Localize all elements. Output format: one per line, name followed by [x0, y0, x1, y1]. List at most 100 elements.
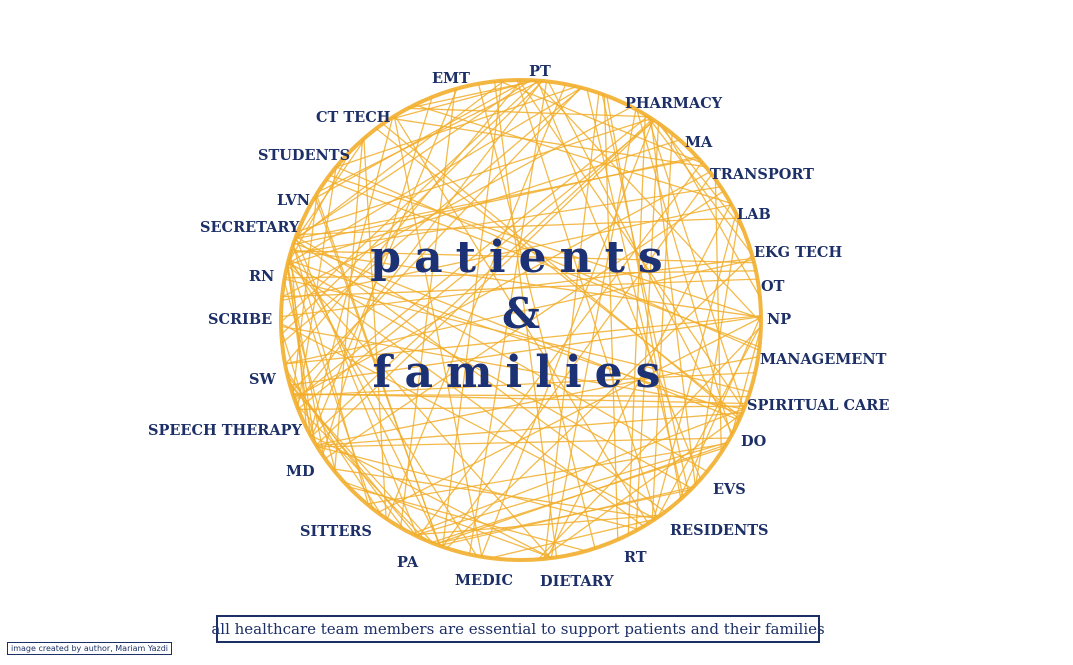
connection-line — [414, 441, 728, 536]
connection-line — [646, 115, 753, 255]
connection-line — [382, 123, 740, 420]
connection-line — [293, 371, 756, 397]
connection-line — [480, 119, 654, 557]
node-label-do: DO — [741, 433, 767, 450]
connection-line — [290, 186, 721, 255]
connection-line — [281, 204, 732, 302]
node-labels: PT PHARMACY MA TRANSPORT LAB EKG TECH OT… — [148, 63, 889, 590]
connection-line — [413, 514, 661, 536]
connection-line — [537, 325, 762, 560]
connection-line — [285, 369, 383, 516]
connection-line — [292, 393, 749, 398]
connection-line — [284, 258, 754, 365]
node-label-ma: MA — [685, 134, 713, 151]
node-label-scribe: SCRIBE — [208, 311, 272, 328]
node-label-residents: RESIDENTS — [670, 522, 769, 539]
connection-line — [363, 138, 387, 519]
node-label-pharmacy: PHARMACY — [625, 95, 723, 112]
node-label-pa: PA — [397, 554, 419, 571]
node-label-np: NP — [767, 311, 791, 328]
node-label-ct-tech: CT TECH — [316, 109, 391, 126]
node-label-lvn: LVN — [277, 192, 310, 209]
connection-line — [662, 126, 761, 298]
connection-line — [490, 518, 656, 559]
connection-line — [321, 96, 433, 456]
connection-line — [389, 79, 535, 121]
connection-line — [286, 265, 645, 527]
connection-line — [315, 356, 759, 446]
connection-line — [414, 104, 731, 204]
node-label-speech-therapy: SPEECH THERAPY — [148, 422, 303, 439]
connection-line — [386, 83, 567, 520]
connection-line — [287, 139, 680, 266]
caption-box: all healthcare team members are essentia… — [211, 615, 825, 643]
connection-line — [280, 328, 318, 447]
connection-line — [399, 89, 456, 528]
connection-line — [394, 115, 649, 524]
connection-line — [296, 217, 739, 236]
connection-line — [316, 445, 639, 530]
node-label-secretary: SECRETARY — [200, 219, 300, 236]
node-label-emt: EMT — [432, 70, 470, 87]
connection-line — [366, 442, 727, 505]
node-label-spiritual-care: SPIRITUAL CARE — [747, 397, 889, 414]
connection-line — [291, 250, 755, 264]
connection-line — [281, 106, 632, 298]
connection-line — [550, 109, 637, 559]
node-label-sitters: SITTERS — [300, 523, 372, 540]
connection-line — [498, 80, 704, 165]
connection-line — [286, 151, 351, 265]
connection-line — [650, 118, 696, 486]
connection-line — [280, 257, 754, 318]
connection-line — [292, 193, 318, 395]
connection-line — [627, 114, 646, 535]
connection-line — [282, 278, 758, 298]
connection-line — [516, 79, 658, 519]
center-title: patients & families — [370, 232, 675, 398]
node-label-rn: RN — [249, 268, 274, 285]
connection-line — [294, 80, 505, 242]
node-label-sw: SW — [249, 371, 276, 388]
node-label-ot: OT — [761, 278, 785, 295]
credit-text: image created by author, Mariam Yazdi — [11, 644, 169, 653]
center-line-patients: patients — [370, 232, 675, 283]
node-label-lab: LAB — [737, 206, 771, 223]
connection-line — [283, 280, 337, 474]
connection-line — [288, 257, 478, 557]
connection-line — [335, 166, 760, 351]
connection-web — [280, 79, 762, 560]
connection-line — [518, 79, 745, 410]
connection-line — [651, 133, 673, 522]
connection-line — [287, 260, 374, 510]
connection-line — [714, 179, 722, 453]
connection-line — [291, 249, 762, 318]
connection-line — [493, 81, 558, 558]
connection-line — [586, 89, 684, 498]
connection-line — [317, 437, 731, 448]
node-label-medic: MEDIC — [455, 572, 513, 589]
node-label-dietary: DIETARY — [540, 573, 614, 590]
node-label-evs: EVS — [713, 481, 746, 498]
connection-line — [284, 79, 523, 365]
outer-circle — [279, 78, 763, 562]
node-label-pt: PT — [529, 63, 551, 80]
connection-line — [324, 190, 724, 460]
connection-line — [293, 171, 711, 399]
connection-line — [316, 412, 743, 447]
image-credit: image created by author, Mariam Yazdi — [7, 642, 173, 655]
connection-line — [393, 115, 483, 557]
center-line-ampersand: & — [502, 289, 540, 338]
connection-line — [446, 254, 753, 549]
connection-line — [286, 265, 316, 443]
connection-line — [695, 218, 740, 485]
connection-line — [289, 315, 762, 386]
connection-line — [334, 139, 364, 472]
connection-line — [653, 213, 737, 521]
connection-line — [442, 174, 713, 548]
center-line-families: families — [373, 347, 674, 398]
connection-line — [657, 324, 762, 518]
connection-line — [313, 79, 528, 200]
node-label-management: MANAGEMENT — [760, 351, 887, 368]
connection-line — [377, 316, 762, 514]
